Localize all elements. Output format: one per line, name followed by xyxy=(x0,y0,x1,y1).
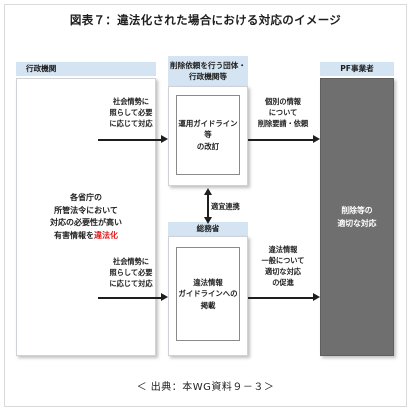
box-guideline-listing: 違法情報 ガイドラインへの掲載 xyxy=(176,247,240,341)
box-pf-operators: 削除等の 適切な対応 xyxy=(320,78,394,356)
label-top-left: 社会情勢に 照らして必要 に応じて対応 xyxy=(100,96,162,129)
mid-top-inner-line: 運用ガイドライン等 xyxy=(178,118,238,140)
box-mic: 違法情報 ガイドラインへの掲載 xyxy=(168,236,248,356)
label-line: の促進 xyxy=(272,278,294,287)
left-body-line: 各省庁の xyxy=(70,193,102,202)
label-line: 社会情勢に xyxy=(113,97,149,106)
mid-bottom-inner-line: 違法情報 xyxy=(193,277,223,287)
arrow-line-mid-vertical xyxy=(207,194,209,218)
label-middle: 適宜連携 xyxy=(211,202,240,211)
label-line: 違法情報 xyxy=(268,245,298,254)
arrowhead-left-to-mid-bottom xyxy=(161,293,168,301)
arrow-line-left-to-mid-top xyxy=(98,139,162,141)
label-bottom-right: 違法情報 一般について 適切な対応 の促進 xyxy=(250,244,316,288)
label-line: 照らして必要 xyxy=(109,108,153,117)
label-line: 削除要請・依頼 xyxy=(257,119,309,128)
label-line: に応じて対応 xyxy=(109,279,153,288)
header-pf-operators: PF事業者 xyxy=(320,62,394,76)
box-guideline-revision: 運用ガイドライン等 の改訂 xyxy=(176,95,240,175)
header-deletion-request-bodies: 削除依頼を行う団体・ 行政機関等 xyxy=(168,56,248,86)
arrow-line-left-to-mid-bottom xyxy=(98,297,162,299)
arrowhead-mid-down xyxy=(204,217,212,224)
arrow-line-mid-top-to-pf xyxy=(248,139,314,141)
left-body-line: 対応の必要性が高い xyxy=(50,218,122,227)
arrowhead-mid-up xyxy=(204,188,212,195)
label-bottom-left: 社会情勢に 照らして必要 に応じて対応 xyxy=(100,256,162,289)
pf-body-line: 削除等の xyxy=(341,206,373,215)
box-deletion-request-bodies: 運用ガイドライン等 の改訂 xyxy=(168,86,248,186)
left-body-line: 有害情報を違法化 xyxy=(50,230,122,243)
left-body-highlight: 違法化 xyxy=(94,230,118,240)
label-line: について xyxy=(268,108,298,117)
source-caption: ＜ 出典：本WG資料９－３＞ xyxy=(136,382,275,393)
pf-body-line: 適切な対応 xyxy=(337,219,377,228)
arrowhead-mid-top-to-pf xyxy=(313,135,320,143)
mid-top-header-line: 削除依頼を行う団体・ xyxy=(170,61,246,70)
mid-top-inner-line: の改訂 xyxy=(196,141,220,151)
left-body-prefix: 有害情報を xyxy=(54,230,94,240)
label-line: 適切な対応 xyxy=(265,267,301,276)
arrow-line-mid-bottom-to-pf xyxy=(248,297,314,299)
arrowhead-mid-bottom-to-pf xyxy=(313,293,320,301)
box-administrative-agencies: 各省庁の 所管法令において 対応の必要性が高い 有害情報を違法化 xyxy=(16,78,156,356)
header-administrative-agencies: 行政機関 xyxy=(16,62,156,76)
label-line: 一般について xyxy=(261,256,305,265)
arrowhead-left-to-mid-top xyxy=(161,135,168,143)
mid-top-header-line: 行政機関等 xyxy=(189,72,227,81)
label-top-right: 個別の情報 について 削除要請・依頼 xyxy=(250,96,316,129)
mid-bottom-inner-line: ガイドラインへの掲載 xyxy=(178,289,238,310)
left-body-line: 所管法令において xyxy=(54,205,118,215)
label-line: 照らして必要 xyxy=(109,268,153,277)
figure-frame xyxy=(4,4,407,407)
figure-title: 図表７：違法化された場合における対応のイメージ xyxy=(69,13,342,27)
header-mic: 総務省 xyxy=(168,222,248,236)
label-line: に応じて対応 xyxy=(109,119,153,128)
label-line: 個別の情報 xyxy=(265,97,301,106)
label-line: 社会情勢に xyxy=(113,257,149,266)
